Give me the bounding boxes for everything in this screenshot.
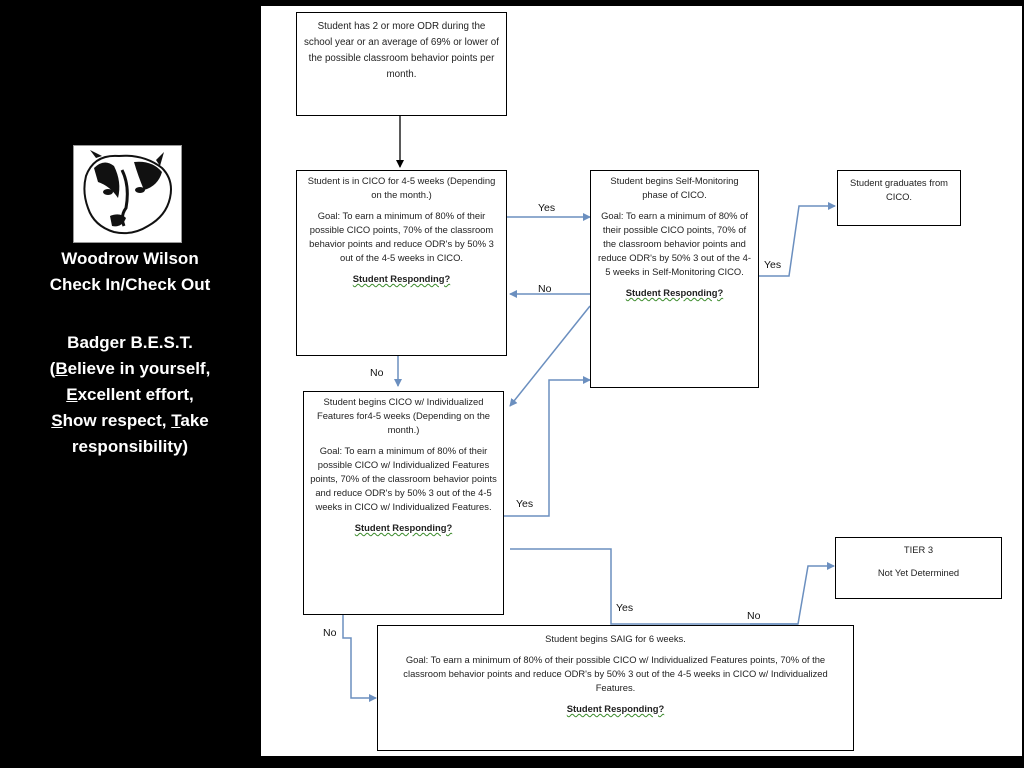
motto-line-2: Excellent effort, [66, 385, 194, 404]
motto-block: Badger B.E.S.T. (Believe in yourself, Ex… [10, 330, 250, 460]
arrow-self-to-graduate [759, 202, 836, 277]
motto-letter-s: S [51, 411, 63, 430]
label-yes-self: Yes [764, 259, 782, 271]
flowchart-connectors [342, 116, 836, 702]
program-name: Check In/Check Out [49, 275, 211, 294]
arrow-individualized-to-saig [342, 612, 377, 702]
individualized-box: Student begins CICO w/ Individualized Fe… [303, 391, 504, 615]
motto-letter-t: T [171, 411, 181, 430]
label-yes-cico: Yes [538, 202, 556, 214]
arrow-individualized-to-tier3 [510, 548, 835, 625]
flowchart-canvas: Student has 2 or more ODR during the sch… [261, 6, 1022, 756]
motto-line-3: Show respect, Take [51, 411, 209, 430]
program-title: Woodrow Wilson Check In/Check Out [10, 246, 250, 298]
motto-line-1: (Believe in yourself, [49, 359, 211, 378]
individualized-responding: Student Responding? [354, 522, 453, 533]
label-no-individualized: No [323, 627, 337, 639]
tier3-box: TIER 3 Not Yet Determined [835, 537, 1002, 599]
motto-title: Badger B.E.S.T. [67, 333, 193, 352]
label-no-self: No [538, 283, 552, 295]
label-no-cico: No [370, 367, 384, 379]
sidebar: Woodrow Wilson Check In/Check Out Badger… [0, 0, 260, 768]
motto-line-4: responsibility) [71, 437, 189, 456]
self-monitoring-goal: Goal: To earn a minimum of 80% of their … [598, 210, 751, 277]
tier3-status: Not Yet Determined [877, 567, 960, 578]
label-yes-individualized-2: Yes [616, 602, 634, 614]
school-name: Woodrow Wilson [61, 249, 199, 268]
label-yes-individualized: Yes [516, 498, 534, 510]
tier3-title: TIER 3 [903, 544, 934, 555]
motto-letter-e: E [66, 385, 78, 404]
saig-goal: Goal: To earn a minimum of 80% of their … [403, 654, 828, 693]
arrow-individualized-to-self [504, 376, 591, 517]
saig-responding: Student Responding? [566, 703, 665, 714]
saig-box: Student begins SAIG for 6 weeks. Goal: T… [377, 625, 854, 751]
label-no-saig: No [747, 610, 761, 622]
motto-letter-b: B [55, 359, 68, 378]
self-monitoring-box: Student begins Self-Monitoring phase of … [590, 170, 759, 388]
graduate-box: Student graduates from CICO. [837, 170, 961, 226]
badger-icon [83, 150, 172, 235]
cico-description: Student is in CICO for 4-5 weeks (Depend… [307, 175, 496, 200]
individualized-description: Student begins CICO w/ Individualized Fe… [316, 396, 491, 435]
cico-box: Student is in CICO for 4-5 weeks (Depend… [296, 170, 507, 356]
self-monitoring-responding: Student Responding? [625, 287, 724, 298]
badger-mascot-logo [73, 145, 182, 243]
cico-responding: Student Responding? [352, 273, 451, 284]
individualized-goal: Goal: To earn a minimum of 80% of their … [310, 445, 497, 512]
cico-goal: Goal: To earn a minimum of 80% of their … [309, 210, 494, 263]
self-monitoring-description: Student begins Self-Monitoring phase of … [610, 175, 739, 200]
start-box: Student has 2 or more ODR during the sch… [296, 12, 507, 116]
arrow-self-to-individualized [509, 305, 591, 407]
saig-description: Student begins SAIG for 6 weeks. [545, 633, 686, 644]
